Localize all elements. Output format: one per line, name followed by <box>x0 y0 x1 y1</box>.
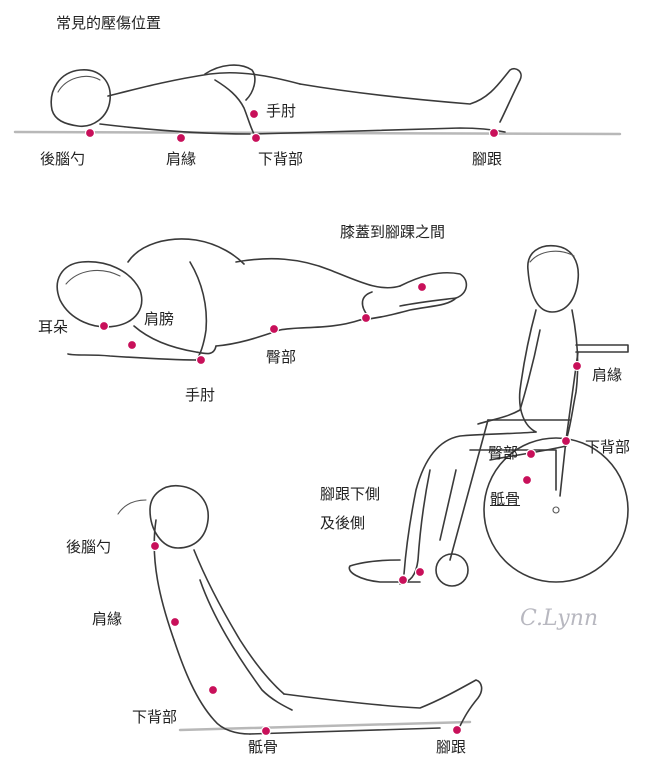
reclined-sacrum-point <box>262 727 271 736</box>
supine-elbow-label: 手肘 <box>266 104 296 119</box>
supine-scapula-label: 肩緣 <box>166 152 196 167</box>
chair-lower-back-point <box>562 437 571 446</box>
reclined-heel-label: 腳跟 <box>436 740 466 755</box>
supine-heel-point <box>490 129 499 138</box>
supine-heel-label: 腳跟 <box>472 152 502 167</box>
supine-sacrum-point <box>252 134 261 143</box>
supine-figure <box>15 65 620 134</box>
reclined-occiput-point <box>151 542 160 551</box>
chair-scapula-point <box>573 362 582 371</box>
chair-heel-back-point <box>416 568 425 577</box>
side-lying-figure <box>57 239 466 360</box>
reclined-lower-back-label: 下背部 <box>132 710 177 725</box>
supine-occiput-label: 後腦勺 <box>40 152 85 167</box>
reclined-occiput-label: 後腦勺 <box>66 540 111 555</box>
side-hip-label: 臀部 <box>266 350 296 365</box>
supine-elbow-point <box>250 110 259 119</box>
chair-scapula-label: 肩緣 <box>592 368 622 383</box>
reclined-scapula-label: 肩緣 <box>92 612 122 627</box>
supine-occiput-point <box>86 129 95 138</box>
chair-lower-back-label: 下背部 <box>585 440 630 455</box>
seated-figure <box>349 246 578 584</box>
supine-sacrum-label: 下背部 <box>258 152 303 167</box>
side-shoulder-point <box>128 341 137 350</box>
chair-sacrum-label: 骶骨 <box>490 492 520 507</box>
side-elbow-point <box>197 356 206 365</box>
side-ear-point <box>100 322 109 331</box>
side-hip-point <box>270 325 279 334</box>
side-elbow-label: 手肘 <box>185 388 215 403</box>
chair-hip-point <box>527 450 536 459</box>
side-knee-point <box>362 314 371 323</box>
chair-heel-under-point <box>399 576 408 585</box>
reclined-heel-point <box>453 726 462 735</box>
chair-hip-label: 臀部 <box>488 446 518 461</box>
side-ankle-point <box>418 283 427 292</box>
chair-heel-label-line1: 腳跟下側 <box>320 487 380 502</box>
chair-heel-label-line2: 及後側 <box>320 516 365 531</box>
reclined-sacrum-label: 骶骨 <box>248 740 278 755</box>
artist-signature: C.Lynn <box>520 606 598 631</box>
reclined-lower-back-point <box>209 686 218 695</box>
page-title: 常見的壓傷位置 <box>56 12 161 33</box>
supine-scapula-point <box>177 134 186 143</box>
reclined-scapula-point <box>171 618 180 627</box>
reclined-figure <box>118 486 482 734</box>
chair-sacrum-point <box>523 476 532 485</box>
side-ear-label: 耳朵 <box>38 320 68 335</box>
side-shoulder-label: 肩膀 <box>144 312 174 327</box>
side-knees-ankles-label: 膝蓋到腳踝之間 <box>340 225 445 240</box>
